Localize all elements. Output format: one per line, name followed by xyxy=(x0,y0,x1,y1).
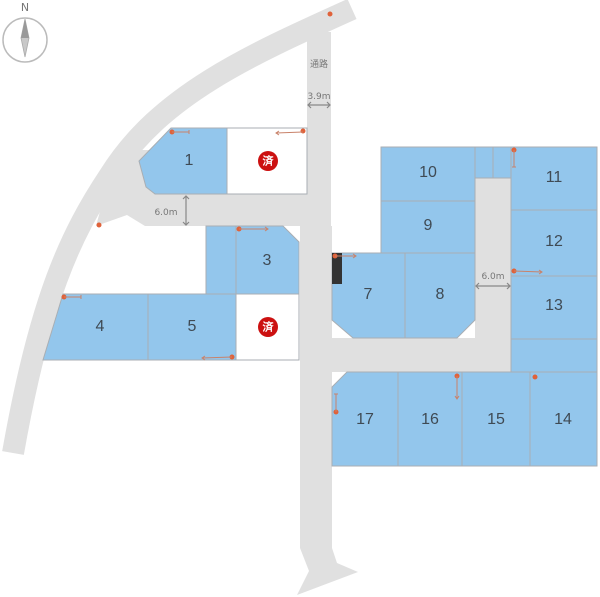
lot-number: 7 xyxy=(364,286,373,303)
passage-width-label: 3.9m xyxy=(307,92,330,102)
east-road-width-label: 6.0m xyxy=(481,272,504,282)
lot-number: 12 xyxy=(545,233,563,250)
west-road-width-label: 6.0m xyxy=(154,208,177,218)
sold-badge-icon xyxy=(258,317,278,337)
lot-5[interactable]: 5 xyxy=(147,293,237,361)
lot-number: 17 xyxy=(356,411,374,428)
lot-number: 16 xyxy=(421,411,439,428)
lot-strip xyxy=(474,146,494,179)
lot-number: 13 xyxy=(545,297,563,314)
lot-sold-north: 済 xyxy=(226,127,308,195)
lot-8[interactable]: 8 xyxy=(404,252,476,339)
lot-number: 8 xyxy=(436,286,445,303)
compass-icon: N xyxy=(2,1,48,63)
lot-14[interactable]: 14 xyxy=(529,371,598,467)
main-road xyxy=(297,226,358,595)
lot-number: 1 xyxy=(185,152,194,169)
lot-17[interactable]: 17 xyxy=(331,371,399,467)
passage-road xyxy=(307,32,331,197)
lot-16[interactable]: 16 xyxy=(397,371,463,467)
lot-15[interactable]: 15 xyxy=(461,371,531,467)
compass-north-label: N xyxy=(21,1,29,14)
passage-label: 通路 xyxy=(310,58,328,70)
lot-10[interactable]: 10 xyxy=(380,146,476,202)
lot-number: 5 xyxy=(188,318,197,335)
lot-9[interactable]: 9 xyxy=(380,200,476,254)
lot-13[interactable]: 13 xyxy=(510,275,598,340)
existing-structure xyxy=(332,253,342,284)
passage-dimension: 通路 3.9m xyxy=(307,58,331,109)
sold-badge-icon xyxy=(258,151,278,171)
east-road xyxy=(330,178,511,372)
lot-12[interactable]: 12 xyxy=(510,209,598,277)
lot-3[interactable]: 3 xyxy=(235,225,300,295)
lot-number: 11 xyxy=(546,169,563,186)
lot-number: 15 xyxy=(487,411,505,428)
boundary-markers xyxy=(61,11,543,415)
lot-number: 14 xyxy=(554,411,572,428)
lot-strip xyxy=(205,225,237,295)
west-road-dimension: 6.0m xyxy=(154,195,190,226)
lot-number: 10 xyxy=(419,164,437,181)
sold-mark: 済 xyxy=(263,154,275,168)
sold-mark: 済 xyxy=(263,320,275,334)
lot-number: 4 xyxy=(96,318,105,335)
east-road-dimension: 6.0m xyxy=(475,272,511,290)
lot-sold-south: 済 xyxy=(235,293,300,361)
lot-11[interactable]: 11 xyxy=(510,146,598,211)
lot-strip xyxy=(492,146,512,179)
lot-7[interactable]: 7 xyxy=(331,252,406,339)
lot-strip xyxy=(510,338,598,373)
lot-number: 3 xyxy=(263,252,272,269)
lot-number: 9 xyxy=(424,217,433,234)
